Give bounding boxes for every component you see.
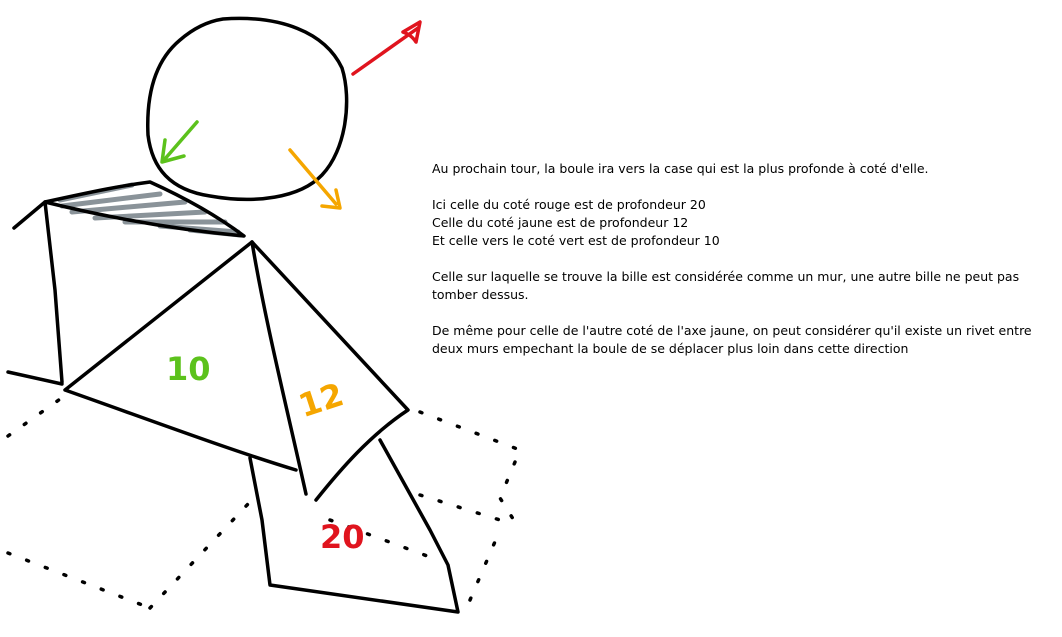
dotted-guides (6, 390, 522, 610)
left-wall (6, 200, 64, 386)
depth-red-line: Ici celle du coté rouge est de profondeu… (432, 197, 706, 212)
red-arrow (351, 20, 422, 76)
face-yellow-12 (250, 240, 410, 502)
face-green-10 (63, 240, 298, 472)
depth-label-yellow: 12 (294, 375, 348, 425)
depth-green-line: Et celle vers le coté vert est de profon… (432, 233, 720, 248)
depth-label-green: 10 (166, 350, 211, 388)
green-arrow (160, 120, 199, 164)
shaded-top-triangle (43, 180, 246, 238)
explanation-text: Au prochain tour, la boule ira vers la c… (432, 160, 1047, 376)
depth-label-red: 20 (320, 518, 365, 556)
depth-yellow-line: Celle du coté jaune est de profondeur 12 (432, 215, 689, 230)
paragraph-wall: Celle sur laquelle se trouve la bille es… (432, 269, 1020, 302)
paragraph-depths: Ici celle du coté rouge est de profondeu… (432, 196, 1047, 250)
yellow-arrow (288, 148, 342, 210)
face-red-20 (248, 438, 460, 614)
paragraph-next-turn: Au prochain tour, la boule ira vers la c… (432, 161, 929, 176)
ball (146, 16, 349, 202)
paragraph-rivet: De même pour celle de l'autre coté de l'… (432, 323, 1032, 356)
